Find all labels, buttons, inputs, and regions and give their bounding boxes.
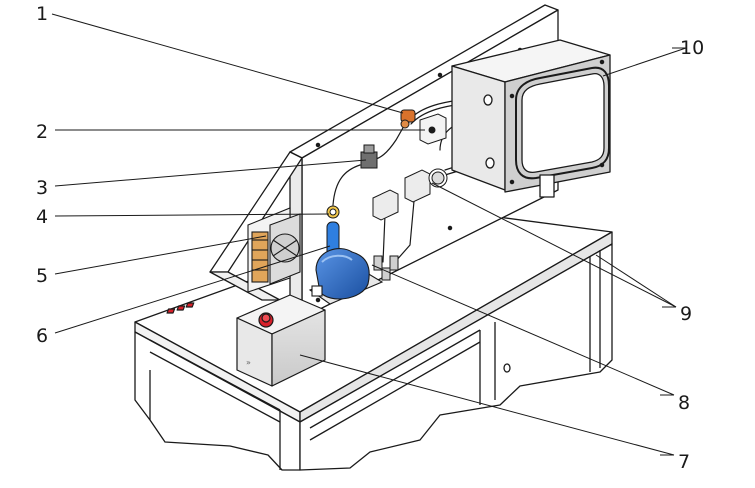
indicator-lamp [166,308,176,314]
stop-button-cap [261,313,271,323]
callout-9: 9 [680,303,692,325]
box-side [271,309,326,387]
screw [447,225,453,231]
leader-9a [431,182,677,308]
cabinet-window-frame [515,66,610,180]
pipe-stub [483,94,493,106]
screw [315,142,321,148]
leader-6 [54,245,331,334]
compressor-terminal [311,285,323,297]
callout-10: 10 [680,37,704,59]
thermostat-box [419,113,447,145]
service-valves [373,255,399,281]
cabinet-window [521,72,605,174]
indicator-lamp [185,302,195,308]
compressor-highlight [321,254,353,263]
drawer-right-line-1 [309,329,481,429]
leader-10 [602,47,687,77]
callout-7: 7 [678,451,690,473]
leader-5 [54,235,267,275]
service-valve [389,255,399,271]
leader-7 [299,354,675,456]
fan-blade [272,239,298,257]
service-valve [373,255,383,271]
leader-9b [595,254,677,308]
cabinet-bolt [599,162,605,168]
callout-4: 4 [36,206,48,228]
callout-5: 5 [36,265,48,287]
drawer-left-line-2 [149,351,281,423]
drawer-left-line-1 [149,339,281,411]
cabinet-bolt [509,93,515,99]
screw [315,297,321,303]
display-cabinet [451,39,611,198]
control-box: » [166,294,326,387]
cabinet-support [539,174,555,198]
pressure-switch-2 [404,168,448,203]
callout-6: 6 [36,325,48,347]
pressure-switch-1 [372,189,399,221]
table-right-apron [299,243,613,471]
leader-8 [371,264,675,396]
screw [437,72,443,78]
compressor-shell [315,248,370,300]
solenoid-top [363,144,375,154]
service-valve [381,267,391,281]
callout-2: 2 [36,121,48,143]
sight-glass [326,205,340,219]
table-knob [503,363,511,373]
callout-1: 1 [36,3,48,25]
thermo-dial [428,126,436,134]
cabinet-bolt [509,179,515,185]
callout-3: 3 [36,177,48,199]
cabinet-bolt [599,59,605,65]
indicator-lamp [176,305,186,311]
compressor [308,248,384,305]
callout-8: 8 [678,392,690,414]
switch-box [372,189,399,221]
gauge-rim [431,171,445,185]
leader-3 [54,159,367,187]
box-logo-mark: » [246,358,251,367]
pipe-f [394,189,416,263]
pipe-stub [485,157,495,169]
callout-labels: 1 2 3 4 5 6 7 8 9 10 [36,3,704,473]
cabinet-side [451,65,506,191]
switch-box [404,169,431,203]
pipe-c [332,164,361,206]
pipe-g [382,214,386,263]
leader-1 [51,13,404,114]
expansion-valve [400,109,416,129]
valve-cap [400,119,410,129]
sight-glass-window [329,208,337,216]
leader-lines [51,13,687,456]
leader-4 [54,213,330,217]
drawer-right-line-2 [309,341,481,441]
